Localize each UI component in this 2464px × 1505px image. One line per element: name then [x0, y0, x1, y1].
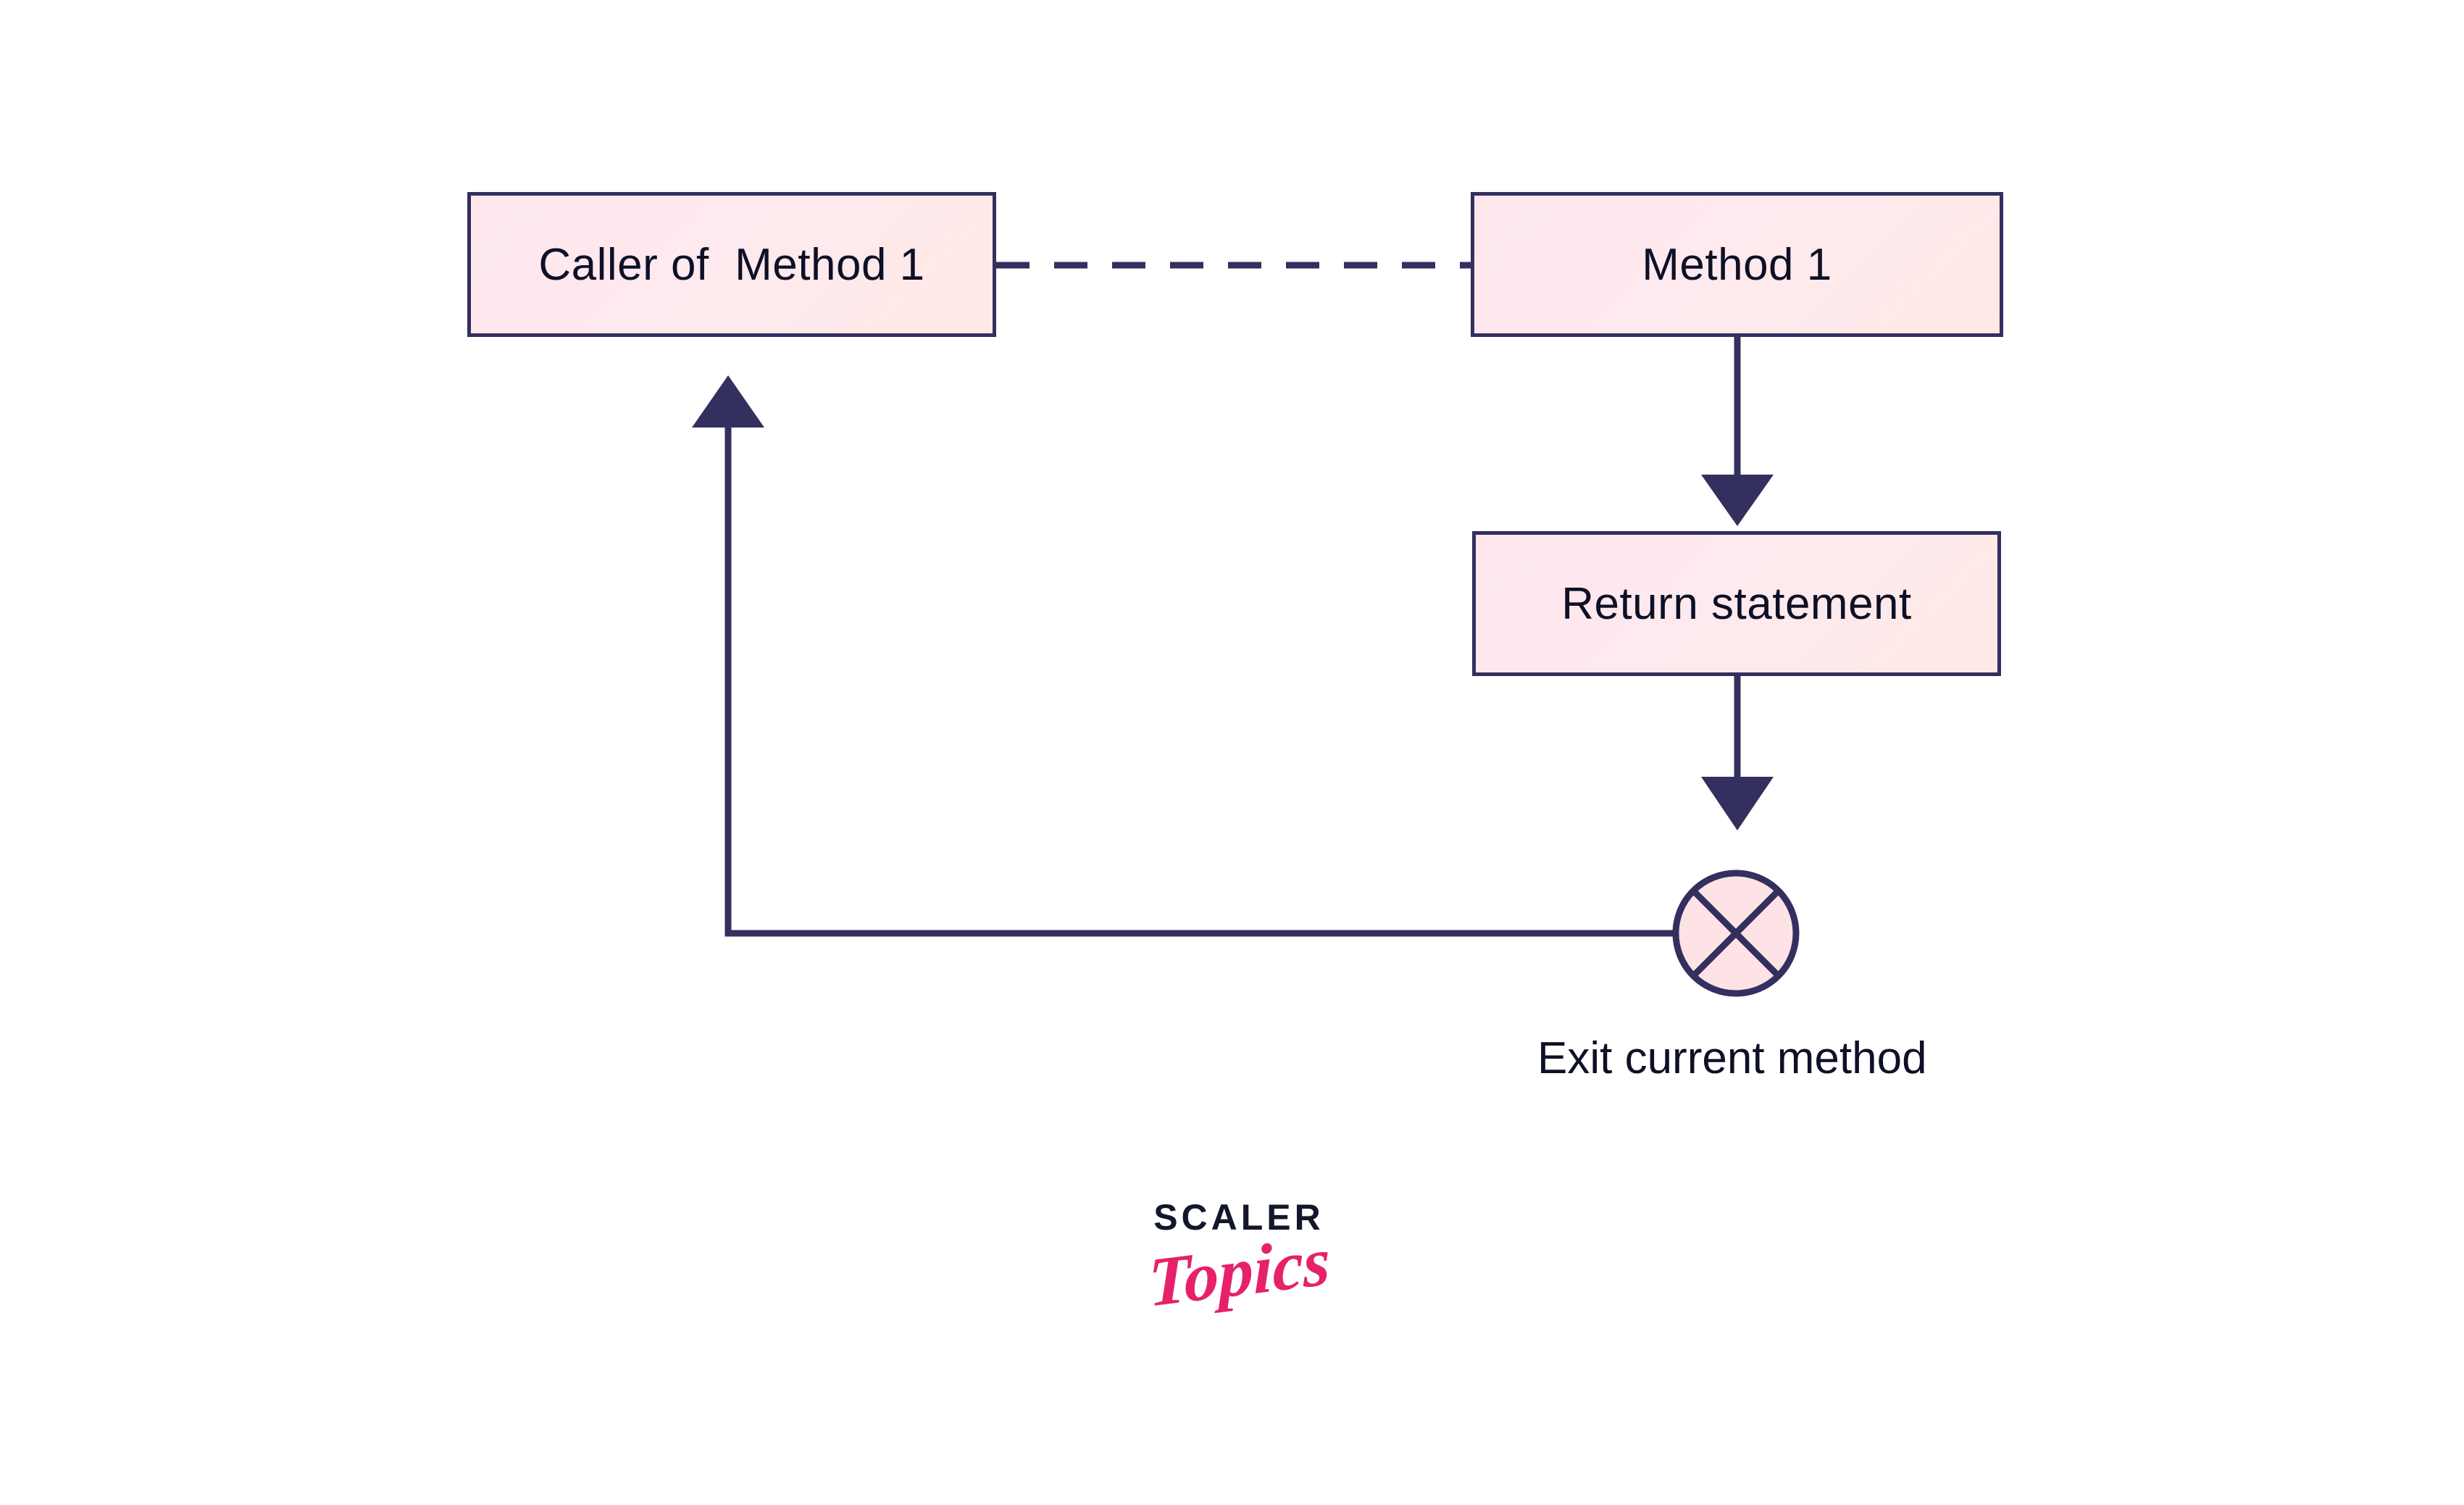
edge-return-to-exit-arrowhead	[1701, 777, 1774, 830]
node-caller-of-method-1-label: Caller of Method 1	[538, 239, 925, 290]
node-caller-of-method-1[interactable]: Caller of Method 1	[467, 192, 996, 337]
exit-cross-stroke-2	[1690, 888, 1782, 979]
exit-symbol	[1672, 870, 1800, 997]
edge-exit-to-caller-shaft	[724, 420, 1676, 937]
node-method-1[interactable]: Method 1	[1471, 192, 2003, 337]
node-method-1-label: Method 1	[1642, 239, 1832, 290]
node-return-statement-label: Return statement	[1561, 578, 1912, 629]
scaler-topics-logo: SCALER Topics	[1119, 1199, 1358, 1366]
exit-current-method-caption: Exit current method	[1537, 1033, 1927, 1083]
edge-method1-to-return-arrowhead	[1701, 475, 1774, 526]
logo-scaler-wordmark: SCALER	[1153, 1197, 1324, 1238]
node-return-statement[interactable]: Return statement	[1472, 531, 2001, 676]
edge-exit-to-caller-arrowhead	[692, 375, 764, 428]
